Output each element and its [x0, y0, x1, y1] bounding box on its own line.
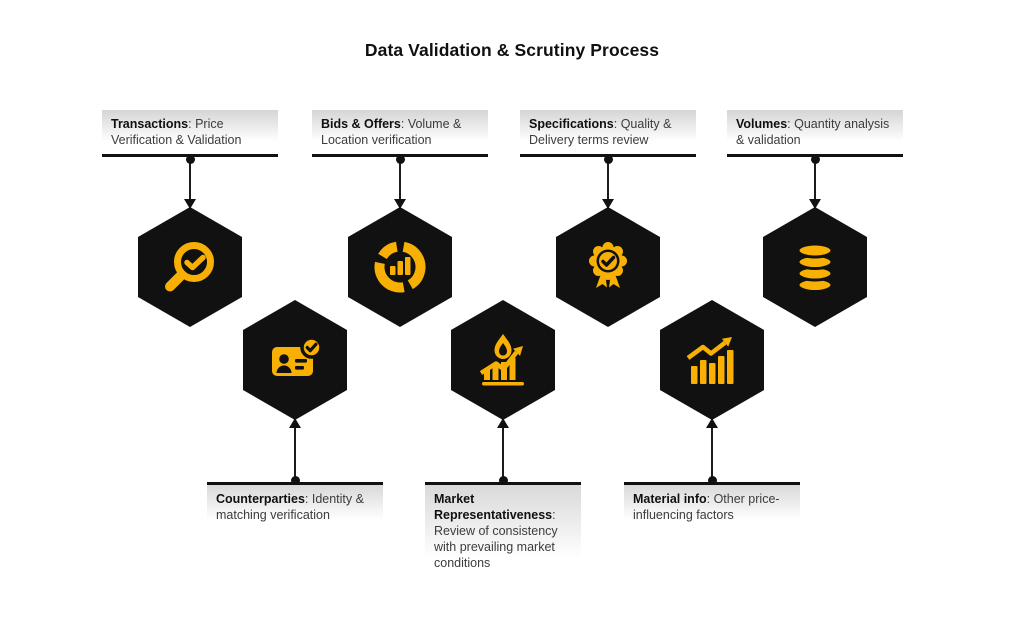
- hexagon-market-representativeness: [451, 300, 555, 420]
- hexagon-specifications: [556, 207, 660, 327]
- label-market-representativeness: Market Representativeness: Review of con…: [425, 482, 581, 577]
- connector-dot: [498, 476, 508, 485]
- connector-counterparties: [288, 418, 301, 485]
- label-desc: : Other price-influencing factors: [633, 492, 780, 522]
- label-desc: : Quality & Delivery terms review: [529, 117, 672, 147]
- connector-transactions: [183, 155, 196, 209]
- label-term: Material info: [633, 492, 707, 506]
- label-term: Bids & Offers: [321, 117, 401, 131]
- flame-chart-icon: [479, 334, 524, 386]
- label-term: Transactions: [111, 117, 189, 131]
- hexagon-volumes: [763, 207, 867, 327]
- connector-dot: [290, 476, 300, 485]
- label-transactions: Transactions: Price Verification & Valid…: [102, 110, 278, 157]
- magnifier-check-icon: [165, 242, 214, 292]
- label-bids-offers: Bids & Offers: Volume & Location verific…: [312, 110, 488, 157]
- hexagon-transactions: [138, 207, 242, 327]
- label-specifications: Specifications: Quality & Delivery terms…: [520, 110, 696, 157]
- label-material-info: Material info: Other price-influencing f…: [624, 482, 800, 529]
- connector-bids-offers: [393, 155, 406, 209]
- connector-arrowhead: [496, 418, 509, 428]
- bar-chart-arrow-icon: [686, 337, 734, 384]
- connector-dot: [810, 155, 820, 164]
- label-desc: : Review of consistency with prevailing …: [434, 508, 558, 570]
- award-ribbon-icon: [589, 242, 627, 288]
- connector-arrowhead: [705, 418, 718, 428]
- connector-arrowhead: [601, 199, 614, 209]
- connector-arrowhead: [183, 199, 196, 209]
- label-desc: : Price Verification & Validation: [111, 117, 242, 147]
- connector-arrowhead: [808, 199, 821, 209]
- connector-arrowhead: [393, 199, 406, 209]
- hexagon-counterparties: [243, 300, 347, 420]
- label-counterparties: Counterparties: Identity & matching veri…: [207, 482, 383, 529]
- label-desc: : Identity & matching verification: [216, 492, 364, 522]
- label-desc: : Volume & Location verification: [321, 117, 462, 147]
- connector-dot: [185, 155, 195, 164]
- connector-specifications: [601, 155, 614, 209]
- database-icon: [796, 242, 834, 293]
- connector-dot: [707, 476, 717, 485]
- connector-arrowhead: [288, 418, 301, 428]
- connector-material-info: [705, 418, 718, 485]
- id-card-check-icon: [272, 336, 323, 376]
- page-title: Data Validation & Scrutiny Process: [364, 40, 660, 60]
- label-term: Specifications: [529, 117, 614, 131]
- hexagon-material-info: [660, 300, 764, 420]
- label-term: Market Representativeness: [434, 492, 553, 522]
- connector-dot: [603, 155, 613, 164]
- connector-volumes: [808, 155, 821, 209]
- label-term: Volumes: [736, 117, 788, 131]
- label-term: Counterparties: [216, 492, 305, 506]
- donut-chart-icon: [374, 241, 426, 293]
- label-desc: : Quantity analysis & validation: [736, 117, 890, 147]
- hexagon-bids-offers: [348, 207, 452, 327]
- label-volumes: Volumes: Quantity analysis & validation: [727, 110, 903, 157]
- connector-market-representativeness: [496, 418, 509, 485]
- connector-dot: [395, 155, 405, 164]
